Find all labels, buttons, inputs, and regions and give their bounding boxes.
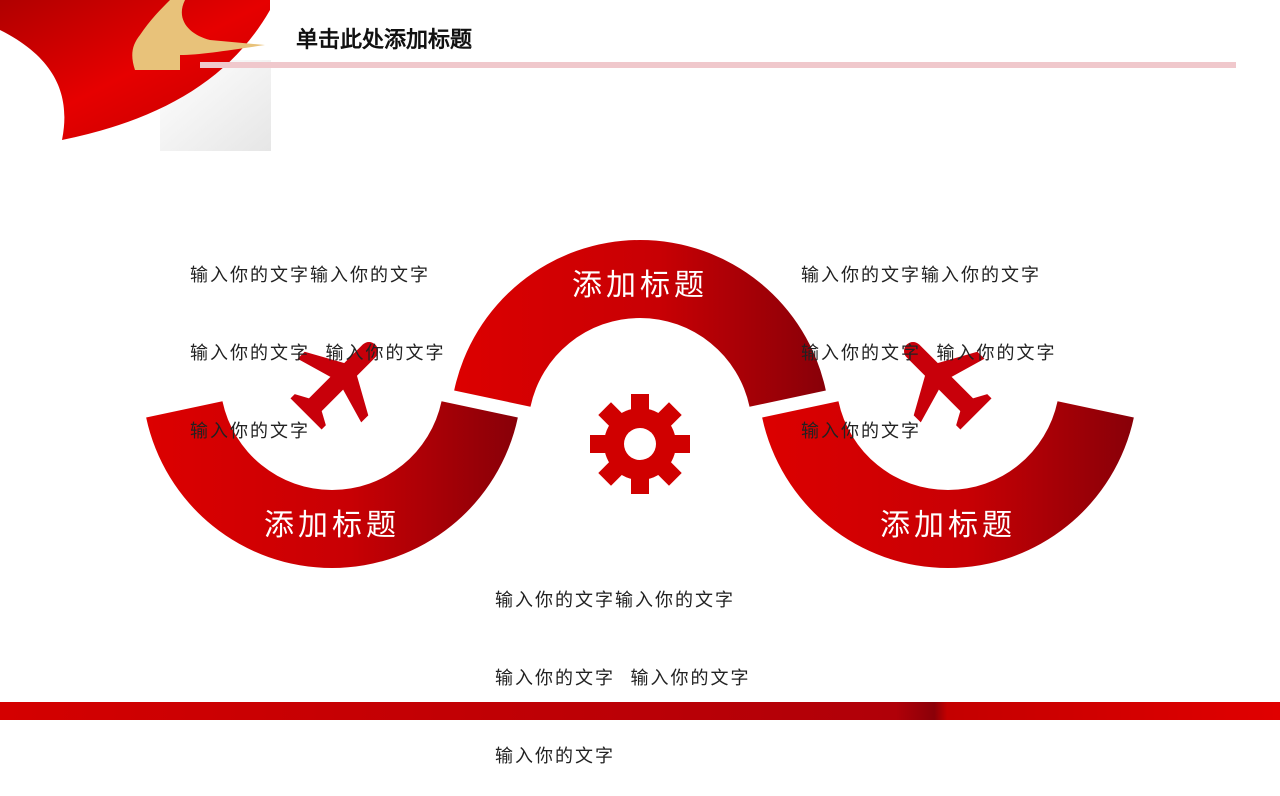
text-line: 输入你的文字: [190, 421, 310, 442]
text-line: 输入你的文字 输入你的文字: [190, 343, 446, 364]
arc-segment: [146, 401, 518, 569]
arc-segment: [454, 240, 826, 407]
text-line: 输入你的文字 输入你的文字: [495, 668, 751, 689]
text-line: 输入你的文字: [801, 421, 921, 442]
page-title[interactable]: 单击此处添加标题: [296, 28, 473, 53]
arc-title[interactable]: 添加标题: [880, 508, 1016, 543]
text-block-left[interactable]: 输入你的文字输入你的文字 输入你的文字 输入你的文字 输入你的文字: [190, 211, 445, 471]
arc-segment: [762, 401, 1134, 568]
text-line: 输入你的文字输入你的文字: [495, 590, 735, 611]
text-line: 输入你的文字: [495, 746, 615, 767]
text-line: 输入你的文字输入你的文字: [190, 265, 430, 286]
arc-title[interactable]: 添加标题: [264, 508, 400, 543]
text-line: 输入你的文字输入你的文字: [801, 265, 1041, 286]
footer-bar: [0, 702, 1280, 720]
airplane-icon: [290, 342, 378, 430]
dove-logo: [132, 0, 265, 70]
text-block-right[interactable]: 输入你的文字输入你的文字 输入你的文字 输入你的文字 输入你的文字: [801, 211, 1056, 471]
text-line: 输入你的文字 输入你的文字: [801, 343, 1057, 364]
airplane-icon: [904, 342, 992, 430]
arc-title[interactable]: 添加标题: [572, 268, 708, 303]
text-block-center[interactable]: 输入你的文字输入你的文字 输入你的文字 输入你的文字 输入你的文字: [495, 536, 750, 796]
title-divider: [200, 62, 1236, 68]
gear-icon: [590, 394, 690, 494]
